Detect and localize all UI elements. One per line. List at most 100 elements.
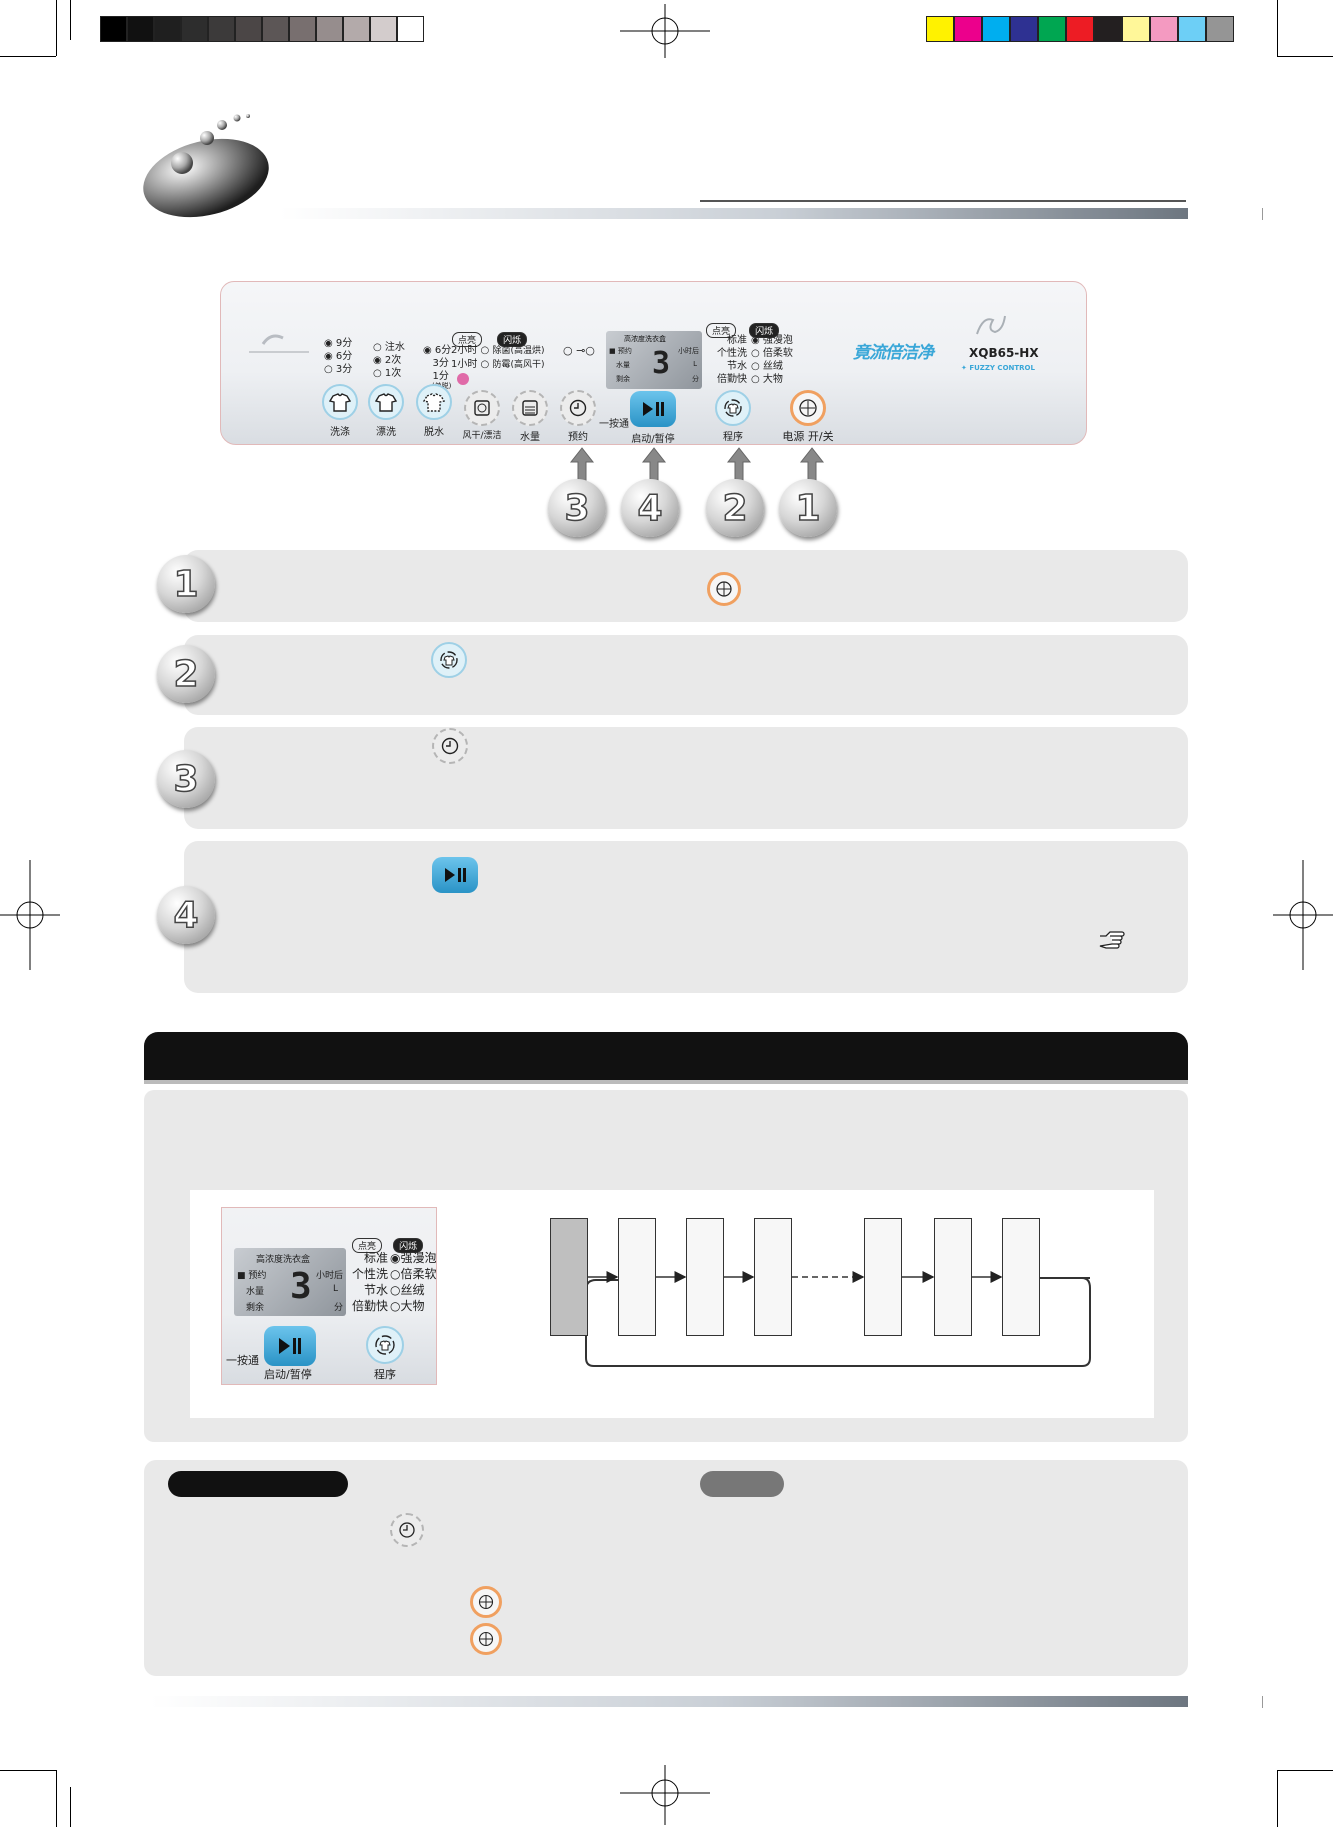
start-pause-button[interactable]: [630, 391, 676, 427]
wash-button[interactable]: [322, 384, 358, 420]
program-quick: 倍勤快: [717, 374, 747, 385]
step-3-clock-icon: [432, 728, 468, 764]
callout-2: 2: [706, 479, 764, 537]
mini-tag-flash: 闪烁: [393, 1238, 424, 1253]
rinse-option-2: ◉ 2次: [373, 355, 402, 366]
mini-start-pause-button: [264, 1326, 316, 1366]
control-panel: ◉ 9分 ◉ 6分 ○ 3分 ○ 注水 ◉ 2次 ○ 1次 点亮 闪烁 ◉ 6分…: [220, 281, 1087, 445]
step-2-box: [184, 635, 1188, 715]
fuzzy-control-label: ✦ FUZZY CONTROL: [961, 364, 1035, 372]
wash-time-6: ◉ 6分: [324, 351, 353, 362]
tub-icon: [474, 400, 490, 416]
section-heading-bar: [144, 1032, 1188, 1080]
mini-display-minute-label: 分: [333, 1303, 343, 1313]
brand-logo-icon: [249, 334, 309, 353]
program-button[interactable]: [715, 390, 751, 426]
program-water-save: 节水: [727, 361, 747, 372]
mini-display-water-label: 水量: [246, 1287, 265, 1297]
header-gradient-bar: [280, 208, 1188, 219]
callout-3: 3: [548, 479, 606, 537]
start-pause-label: 启动/暂停: [631, 434, 675, 445]
spin-button[interactable]: [416, 384, 452, 420]
flow-step-1: [550, 1218, 588, 1336]
flow-step-7: [1002, 1218, 1040, 1336]
power-button[interactable]: [790, 390, 826, 426]
spin-option-1: 1分: [432, 371, 449, 382]
rinse-button[interactable]: [368, 384, 404, 420]
program-cycle-icon: [375, 1335, 395, 1355]
display-reserve-label: ■ 预约: [609, 347, 632, 355]
notes-power-icon-1: [470, 1586, 502, 1618]
program-soft: ○ 倍柔软: [751, 348, 793, 359]
crop-mark-br: [1260, 1757, 1333, 1827]
mini-display-remain-label: 剩余: [246, 1303, 265, 1313]
flow-step-5: [864, 1218, 902, 1336]
water-level-icon: [522, 400, 538, 416]
mini-program-label: 程序: [374, 1368, 396, 1381]
reserve-label: 预约: [568, 432, 588, 443]
tag-flash: 闪烁: [497, 332, 528, 347]
crop-mark-bl: [0, 1757, 71, 1827]
shirt-icon: [329, 393, 351, 412]
power-icon: [478, 1631, 494, 1647]
display-hours-label: 小时后: [678, 347, 699, 355]
registration-mark-left: [0, 860, 60, 970]
power-icon: [478, 1594, 494, 1610]
flow-step-2: [618, 1218, 656, 1336]
registration-mark-bottom: [620, 1765, 710, 1825]
crop-mark-tl: [0, 0, 71, 70]
heading-underline: [144, 1080, 1188, 1084]
step-4-number: 4: [157, 886, 215, 944]
clock-icon: [569, 399, 587, 417]
mini-program-soak: ◉强漫泡: [390, 1251, 437, 1265]
play-pause-icon: [643, 402, 664, 416]
child-lock-icon: ○ ⊸○: [563, 344, 595, 357]
spin-option-6: ◉ 6分: [423, 345, 452, 356]
right-edge-tick-top: [1262, 208, 1263, 220]
bubble-logo: [143, 114, 269, 218]
magenta-indicator-icon: [457, 373, 469, 385]
model-number: XQB65-HX: [969, 346, 1039, 360]
mini-display-liter-label: L: [332, 1284, 338, 1294]
mini-program-standard: 标准: [363, 1251, 388, 1265]
reserve-button[interactable]: [560, 390, 596, 426]
mini-program-soft: ○倍柔软: [390, 1267, 437, 1281]
rinse-shirt-icon: [375, 393, 397, 412]
model-badge-icon: [976, 315, 1006, 335]
notes-heading-pill: [168, 1471, 348, 1497]
brand-slogan: 竟流倍洁净: [853, 343, 934, 363]
water-level-button[interactable]: [512, 390, 548, 426]
program-personal: 个性洗: [717, 348, 747, 359]
registration-mark-right: [1273, 860, 1333, 970]
air-dry-button[interactable]: [464, 390, 500, 426]
flow-step-6: [934, 1218, 972, 1336]
program-standard: 标准: [727, 335, 747, 346]
rinse-label: 漂洗: [376, 427, 396, 438]
flow-step-3: [686, 1218, 724, 1336]
notes-power-icon-2: [470, 1623, 502, 1655]
one-touch-label: 一按通: [599, 419, 629, 430]
water-level-label: 水量: [520, 432, 540, 443]
wash-label: 洗涤: [330, 427, 350, 438]
crop-mark-tr: [1260, 0, 1333, 70]
play-pause-icon: [279, 1338, 301, 1354]
program-silk: ○ 丝绒: [751, 361, 783, 372]
program-cycle-icon: [724, 399, 742, 417]
callout-4: 4: [621, 479, 679, 537]
power-label: 电源 开/关: [782, 430, 834, 443]
mini-lcd-display: 高浓度洗衣盒 ■ 预约 小时后 水量 剩余 3 L 分: [234, 1248, 346, 1316]
mini-program-personal: 个性洗: [351, 1267, 388, 1281]
program-bulky: ○ 大物: [751, 374, 783, 385]
mini-program-water-save: 节水: [363, 1283, 388, 1297]
lcd-display: 高浓度洗衣盒 ■ 预约 小时后 水量 剩余 3 L 分: [606, 331, 702, 389]
mini-program-bulky: ○大物: [390, 1299, 425, 1313]
step-1-number: 1: [157, 555, 215, 613]
display-top-label: 高浓度洗衣盒: [624, 335, 666, 343]
mini-start-pause-label: 启动/暂停: [264, 1368, 312, 1381]
clock-icon: [399, 1522, 415, 1538]
spin-label: 脱水: [424, 427, 444, 438]
display-liter-label: L: [693, 360, 697, 368]
step-2-program-icon: [431, 642, 467, 678]
mini-control-panel: 高浓度洗衣盒 ■ 预约 小时后 水量 剩余 3 L 分 点亮 闪烁 标准 个性洗…: [221, 1207, 437, 1385]
wash-time-9: ◉ 9分: [324, 338, 353, 349]
